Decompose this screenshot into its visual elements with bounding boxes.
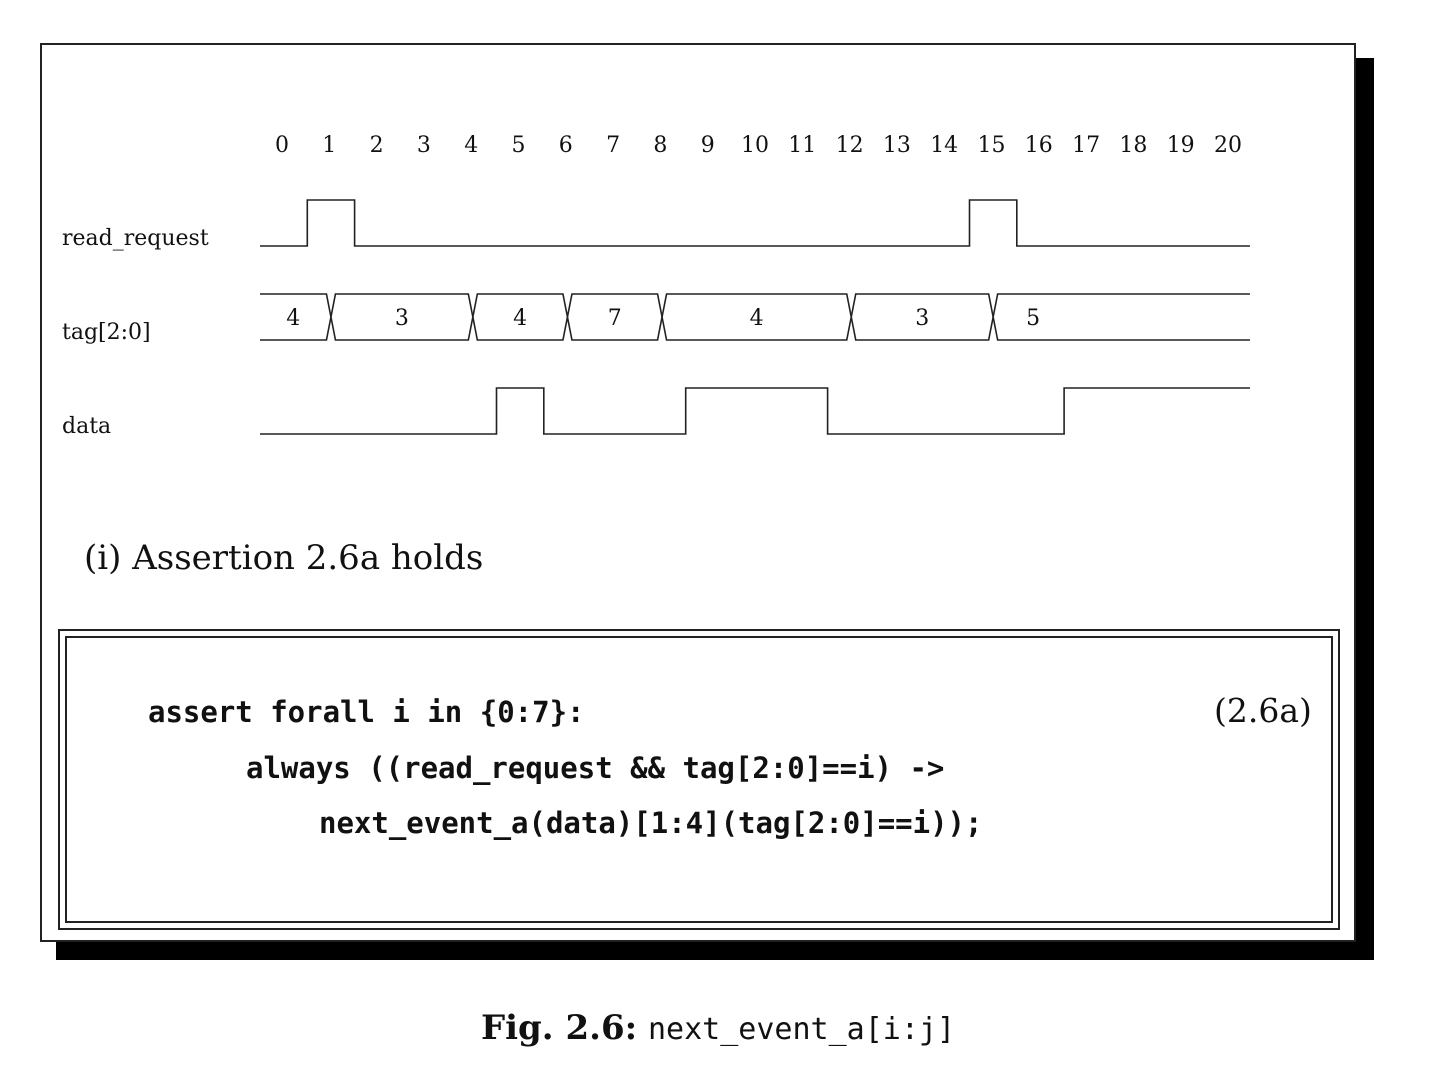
cycle-label: 13: [883, 133, 911, 158]
bus-value: 3: [395, 306, 409, 331]
cycle-label: 20: [1214, 133, 1242, 158]
cycle-label: 5: [512, 133, 526, 158]
bus-value: 4: [286, 306, 300, 331]
signal-label: read_request: [62, 226, 209, 251]
cycle-label: 2: [370, 133, 384, 158]
cycle-label: 8: [653, 133, 667, 158]
cycle-label: 17: [1072, 133, 1100, 158]
bus-value: 7: [608, 306, 622, 331]
signal-label: data: [62, 414, 111, 439]
figure-panel: [40, 43, 1356, 942]
assertion-box: [58, 629, 1340, 930]
bus-segment: [850, 293, 994, 341]
equation-number: (2.6a): [1214, 691, 1312, 730]
cycle-label: 3: [417, 133, 431, 158]
cycle-label: 12: [836, 133, 864, 158]
figure-caption-title: next_event_a[i:j]: [647, 1012, 956, 1047]
cycle-label: 19: [1167, 133, 1195, 158]
bus-segment: [992, 293, 1250, 341]
bus-segment: [566, 293, 663, 341]
subfigure-caption: (i) Assertion 2.6a holds: [84, 538, 484, 578]
cycle-label: 1: [322, 133, 336, 158]
cycle-label: 18: [1119, 133, 1147, 158]
bus-value: 3: [915, 306, 929, 331]
bus-value: 5: [1026, 306, 1040, 331]
cycle-label: 14: [930, 133, 958, 158]
bus-segment: [661, 293, 853, 341]
waveform-data: [260, 387, 1250, 435]
figure-caption: Fig. 2.6: next_event_a[i:j]: [0, 1008, 1436, 1048]
bus-value: 4: [513, 306, 527, 331]
figure-caption-lead: Fig. 2.6:: [480, 1008, 638, 1048]
cycle-label: 15: [978, 133, 1006, 158]
cycle-label: 16: [1025, 133, 1053, 158]
bus-segment: [330, 293, 474, 341]
waveform-read_request: [260, 199, 1250, 247]
cycle-label: 4: [464, 133, 478, 158]
cycle-label: 0: [275, 133, 289, 158]
assertion-box-inner-border: [65, 636, 1333, 923]
cycle-label: 10: [741, 133, 769, 158]
cycle-label: 9: [701, 133, 715, 158]
signal-label: tag[2:0]: [62, 320, 151, 345]
cycle-label: 6: [559, 133, 573, 158]
code-line-2: always ((read_request && tag[2:0]==i) ->: [246, 751, 945, 785]
cycle-label: 11: [788, 133, 816, 158]
code-line-3: next_event_a(data)[1:4](tag[2:0]==i));: [319, 806, 983, 840]
cycle-label: 7: [606, 133, 620, 158]
code-line-1: assert forall i in {0:7}:: [148, 695, 585, 729]
bus-segment: [472, 293, 569, 341]
bus-value: 4: [750, 306, 764, 331]
